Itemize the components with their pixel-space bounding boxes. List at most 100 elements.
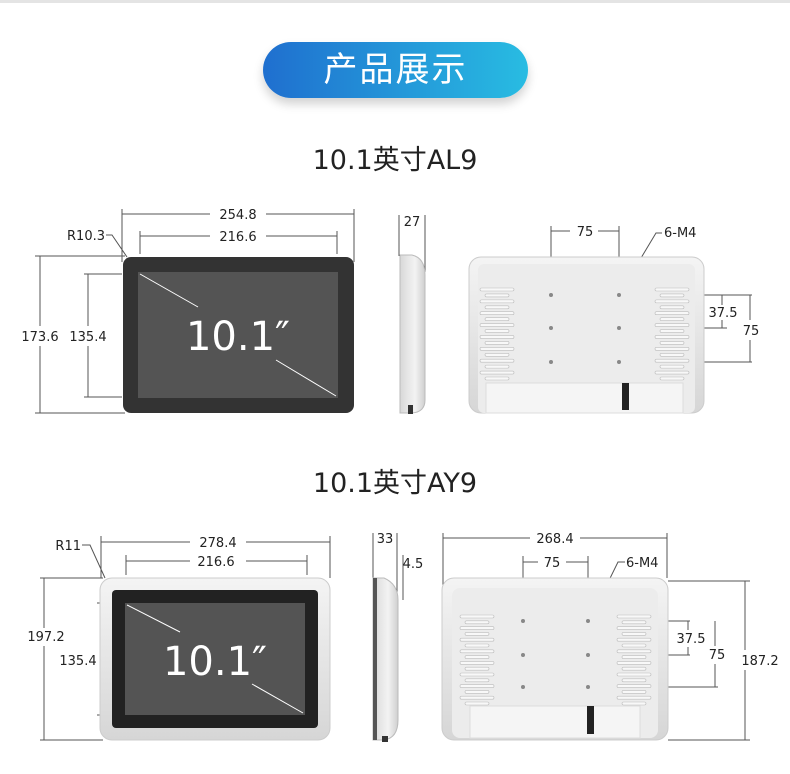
- vent-slot: [459, 684, 495, 688]
- vent-slot: [654, 370, 690, 375]
- ay9-screen-width: 216.6: [197, 555, 234, 570]
- vent-slot: [479, 287, 515, 292]
- model-title-ay9: 10.1英寸AY9: [312, 468, 478, 499]
- vent-slot: [484, 317, 510, 321]
- ay9-side-view: [372, 577, 399, 742]
- ay9-screen-height: 135.4: [59, 654, 96, 669]
- vent-slot: [479, 370, 515, 375]
- vent-slot: [621, 632, 647, 636]
- ay9-bezel-depth: 4.5: [403, 557, 424, 572]
- vent-slot: [616, 661, 652, 665]
- vent-slot: [659, 317, 685, 321]
- mounting-hole: [617, 360, 621, 364]
- vent-slot: [459, 695, 495, 700]
- vent-slot: [459, 649, 495, 654]
- vent-slot: [484, 329, 510, 333]
- al9-corner-radius: R10.3: [67, 229, 105, 244]
- model-title-al9: 10.1英寸AL9: [312, 145, 478, 176]
- mounting-hole: [549, 326, 553, 330]
- vent-slot: [484, 305, 510, 310]
- vent-slot: [616, 684, 652, 688]
- al9-front-view: 10.1″: [123, 257, 354, 413]
- vent-slot: [659, 341, 685, 345]
- vent-slot: [464, 701, 490, 706]
- vent-slot: [654, 287, 690, 292]
- vent-slot: [621, 620, 647, 625]
- al9-screen-height: 135.4: [69, 330, 106, 345]
- vent-slot: [659, 305, 685, 310]
- vent-slot: [464, 655, 490, 659]
- mounting-hole: [586, 619, 590, 623]
- vent-slot: [621, 690, 647, 694]
- ay9-back-view: [441, 577, 669, 741]
- mounting-hole: [617, 326, 621, 330]
- vent-slot: [654, 311, 690, 316]
- ay9-depth: 33: [377, 532, 394, 547]
- vent-slot: [479, 323, 515, 327]
- mounting-hole: [521, 685, 525, 689]
- vent-slot: [621, 666, 647, 671]
- mounting-hole: [586, 685, 590, 689]
- vent-slot: [464, 643, 490, 648]
- vent-slot: [479, 335, 515, 339]
- vent-slot: [464, 632, 490, 636]
- vent-slot: [484, 341, 510, 345]
- mounting-hole: [586, 653, 590, 657]
- mounting-hole: [549, 293, 553, 297]
- vent-slot: [479, 299, 515, 304]
- al9-screen-size-label: 10.1″: [186, 314, 290, 360]
- mounting-hole: [521, 619, 525, 623]
- vent-slot: [616, 672, 652, 677]
- ay9-screen-size-label: 10.1″: [163, 639, 267, 685]
- vent-slot: [654, 347, 690, 351]
- vent-slot: [621, 655, 647, 659]
- vent-slot: [621, 643, 647, 648]
- vent-slot: [459, 672, 495, 677]
- vent-slot: [659, 364, 685, 369]
- vent-slot: [464, 620, 490, 625]
- vent-slot: [654, 335, 690, 339]
- vent-slot: [654, 299, 690, 304]
- mounting-hole: [617, 293, 621, 297]
- vent-slot: [616, 614, 652, 619]
- vent-slot: [616, 695, 652, 700]
- al9-screen-width: 216.6: [219, 230, 256, 245]
- vent-slot: [459, 637, 495, 642]
- al9-depth: 27: [404, 215, 421, 230]
- al9-overall-height: 173.6: [21, 330, 58, 345]
- ay9-back-width: 268.4: [536, 532, 573, 547]
- vent-slot: [459, 614, 495, 619]
- al9-hole-spacing-h: 75: [577, 225, 594, 240]
- vent-slot: [484, 376, 510, 381]
- vent-slot: [621, 678, 647, 683]
- vent-slot: [459, 661, 495, 665]
- section-header-pill: 产品展示: [263, 42, 528, 98]
- vent-slot: [616, 626, 652, 630]
- vent-slot: [659, 329, 685, 333]
- vent-slot: [479, 311, 515, 316]
- vent-slot: [479, 347, 515, 351]
- ay9-overall-height: 197.2: [27, 630, 64, 645]
- mounting-hole: [521, 653, 525, 657]
- vent-slot: [616, 637, 652, 642]
- vent-slot: [616, 649, 652, 654]
- vent-slot: [654, 323, 690, 327]
- al9-hole-label: 6-M4: [664, 226, 696, 241]
- ay9-hole-spacing-h: 75: [544, 556, 561, 571]
- vent-slot: [621, 701, 647, 706]
- mounting-hole: [549, 360, 553, 364]
- vent-slot: [484, 352, 510, 357]
- vent-slot: [654, 358, 690, 363]
- vent-slot: [479, 358, 515, 363]
- ay9-back-height: 187.2: [741, 654, 778, 669]
- vent-slot: [659, 376, 685, 381]
- ay9-hole-spacing-v-half: 37.5: [677, 632, 706, 647]
- vent-slot: [464, 690, 490, 694]
- vent-slot: [484, 293, 510, 298]
- al9-overall-width: 254.8: [219, 208, 256, 223]
- vent-slot: [459, 626, 495, 630]
- ay9-hole-spacing-v: 75: [709, 648, 726, 663]
- ay9-corner-radius: R11: [55, 539, 81, 554]
- al9-hole-spacing-v-half: 37.5: [709, 306, 738, 321]
